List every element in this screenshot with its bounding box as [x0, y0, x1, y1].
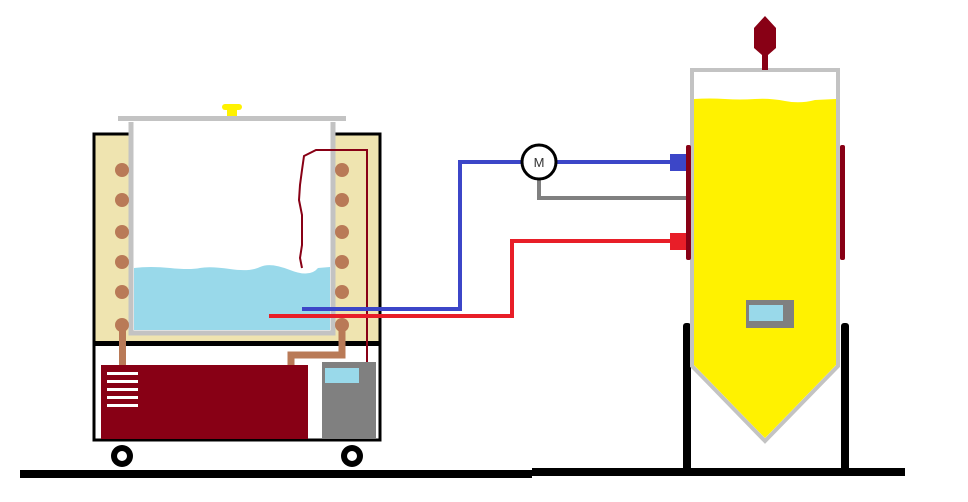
- fermenter-wort: [694, 98, 836, 438]
- wheel-left-icon: [111, 445, 133, 467]
- cold-inlet-connector: [670, 154, 687, 171]
- controller-display: [325, 368, 359, 383]
- motor-label: M: [534, 155, 545, 170]
- temperature-probe-wire: [297, 149, 368, 362]
- floor-right: [532, 468, 905, 476]
- bath-lid: [118, 116, 346, 121]
- wheel-right-icon: [341, 445, 363, 467]
- cold-line: [302, 160, 676, 311]
- fermenter: [683, 16, 849, 471]
- airlock-icon: [754, 16, 776, 70]
- water-bath-unit: [92, 104, 382, 467]
- cart-divider: [94, 341, 380, 346]
- coil-pipe-right: [287, 325, 346, 366]
- coil-pipe-left: [119, 325, 126, 367]
- vent-grille-icon: [107, 372, 138, 407]
- lid-knob-icon: [222, 104, 242, 116]
- motor-icon: [520, 143, 558, 181]
- fermenter-sensor-display: [749, 305, 783, 321]
- pump-motor: M: [520, 143, 558, 181]
- water-surface: [134, 265, 330, 330]
- floor-left: [20, 470, 532, 478]
- heating-coils-right: [335, 163, 349, 332]
- chiller-unit: [101, 365, 308, 439]
- cooling-jacket-right: [840, 145, 845, 260]
- bath-vessel-wall: [128, 122, 336, 336]
- hot-inlet-connector: [670, 233, 687, 250]
- fermenter-leg-right: [841, 323, 849, 471]
- cooling-jacket-left: [686, 145, 691, 260]
- hot-line: [269, 239, 676, 318]
- fermenter-leg-left: [683, 323, 691, 471]
